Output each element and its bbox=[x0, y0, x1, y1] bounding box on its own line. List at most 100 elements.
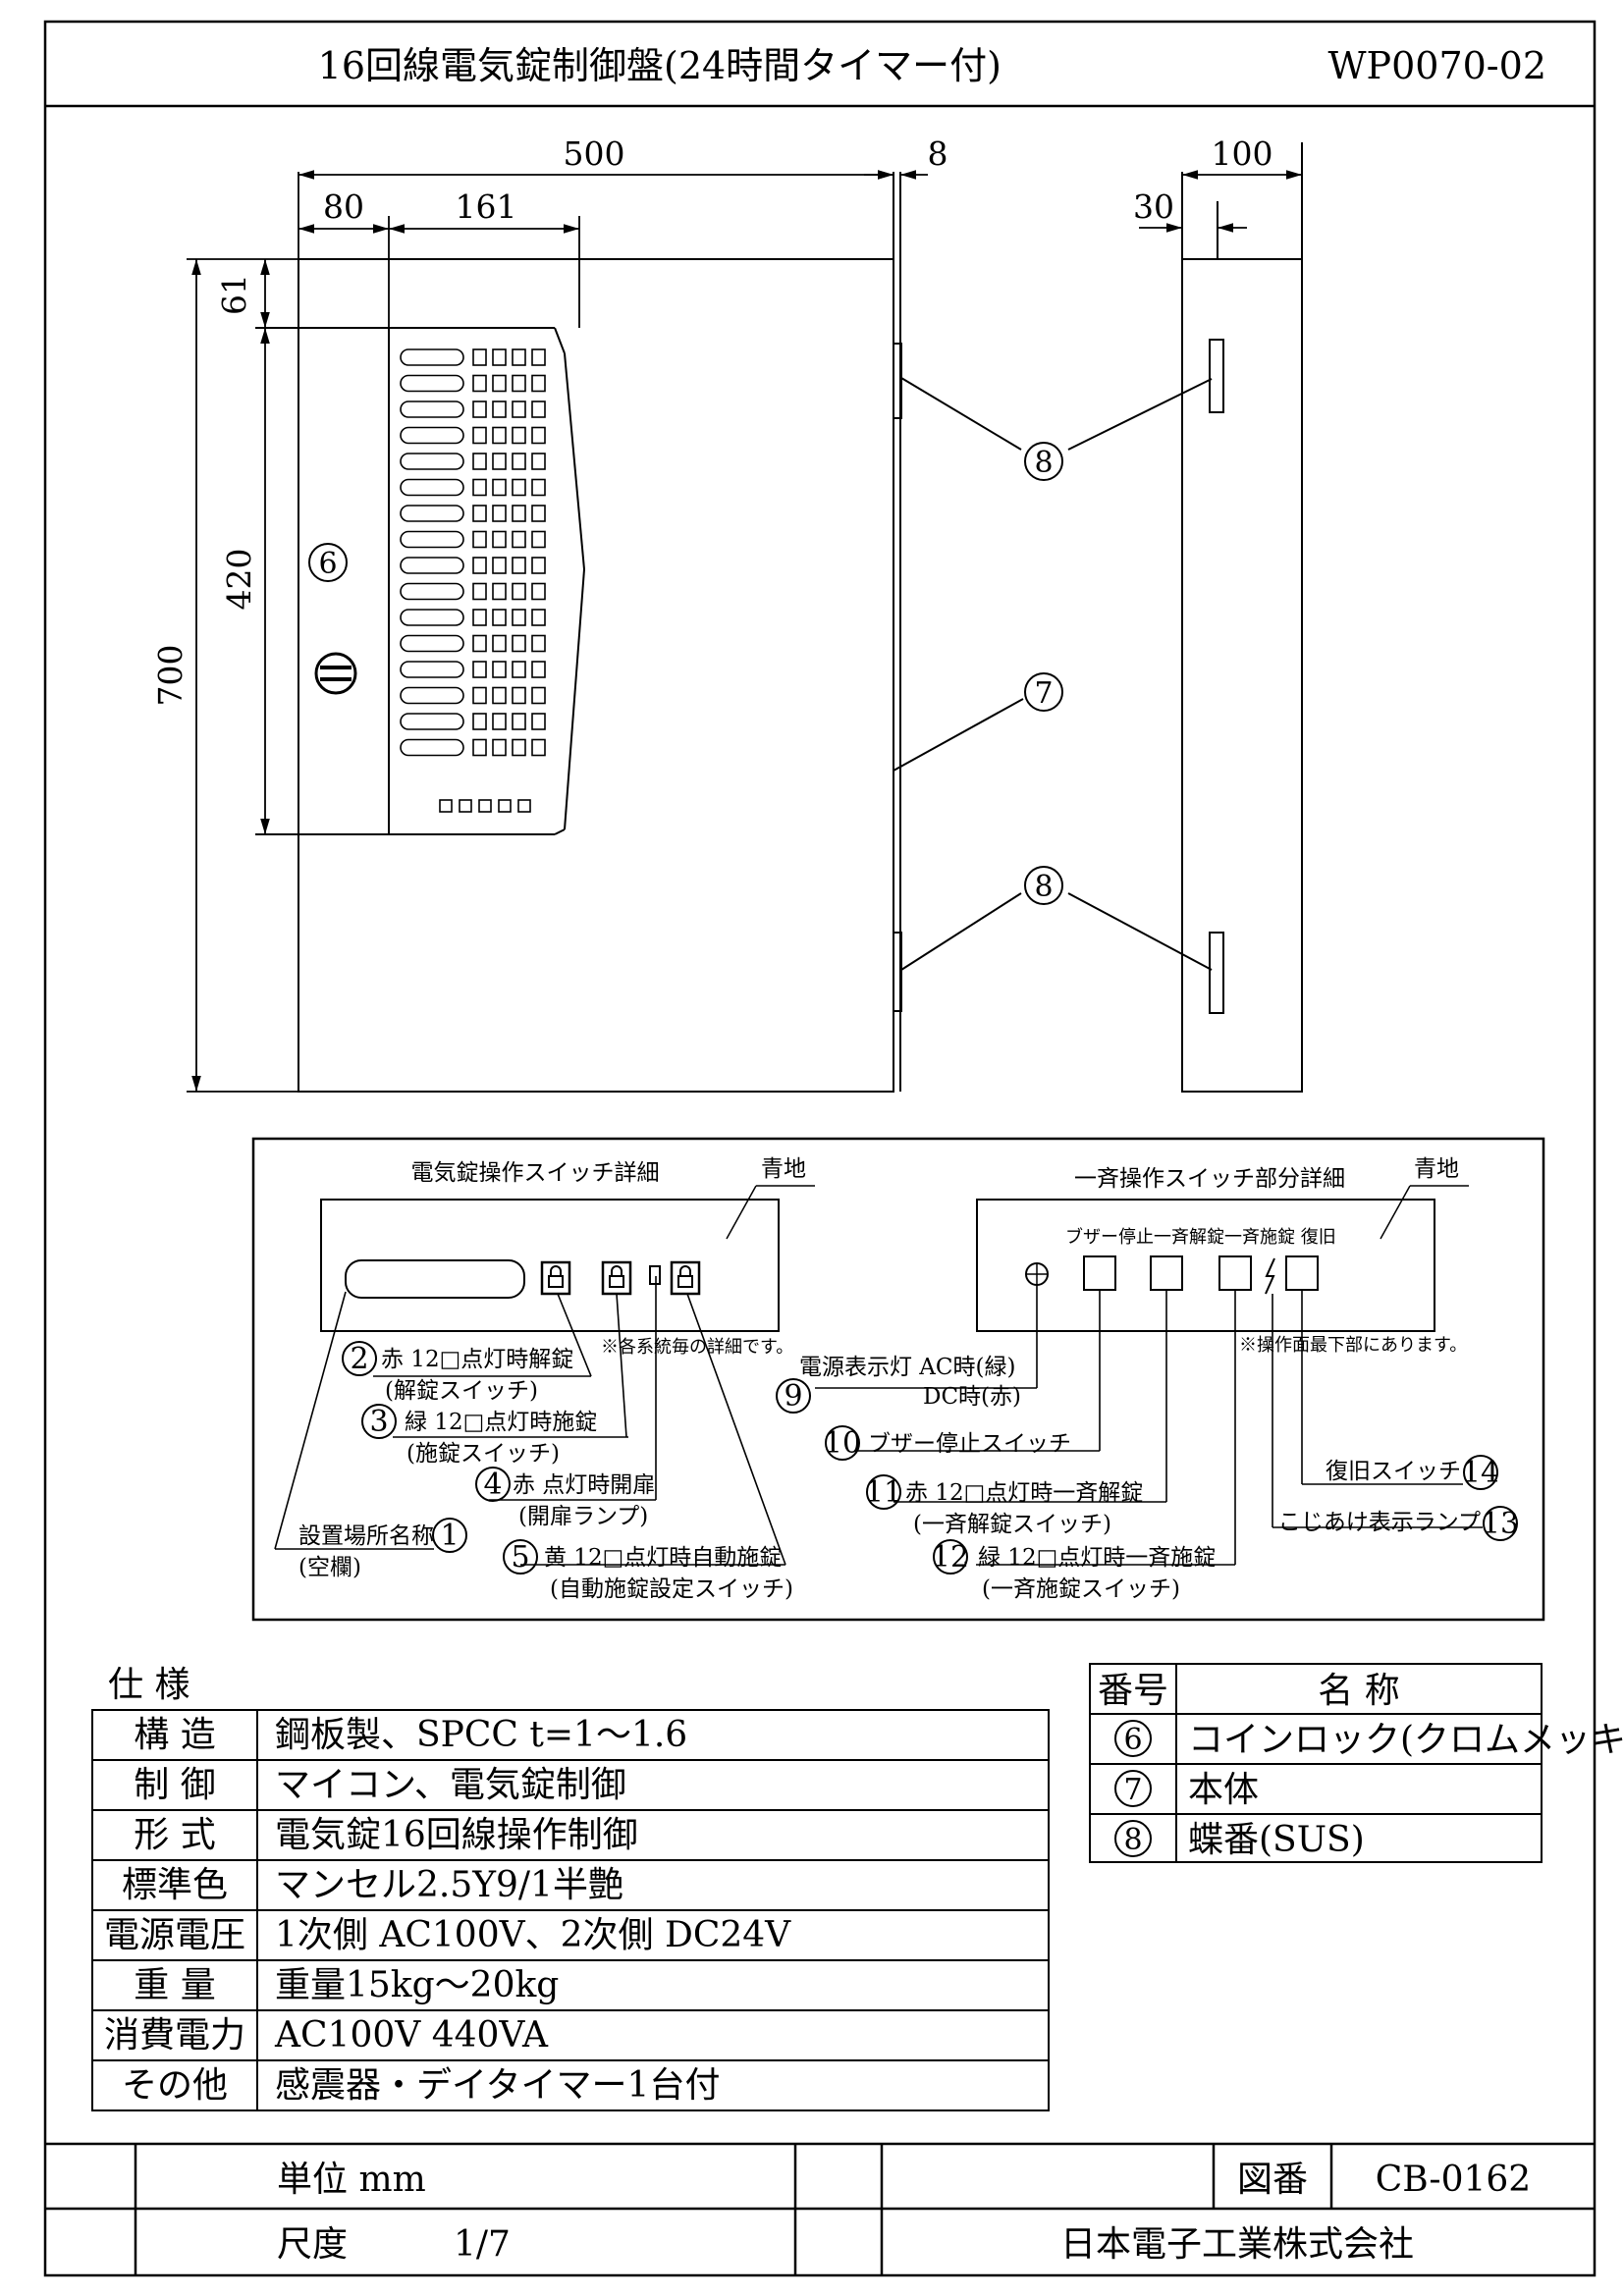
bulk-item-11: 11 赤 12□点灯時一斉解錠 (一斉解錠スイッチ) bbox=[865, 1474, 1143, 1537]
indicator-slot bbox=[400, 453, 464, 470]
svg-text:電源表示灯 AC時(緑): 電源表示灯 AC時(緑) bbox=[799, 1355, 1015, 1380]
bulk-item-10: 10 ブザー停止スイッチ bbox=[824, 1425, 1071, 1461]
parts-header-num: 番号 bbox=[1098, 1671, 1168, 1711]
spec-label: 構 造 bbox=[134, 1715, 215, 1755]
indicator-lamp bbox=[531, 609, 546, 626]
indicator-slot bbox=[400, 557, 464, 574]
indicator-lamp bbox=[492, 634, 507, 653]
lock-switch-icon bbox=[601, 1260, 632, 1296]
svg-text:7: 7 bbox=[1034, 676, 1053, 711]
indicator-lamp bbox=[512, 557, 526, 574]
svg-text:14: 14 bbox=[1462, 1456, 1499, 1490]
switch-item-1: 1 設置場所名称 (空欄) bbox=[298, 1518, 467, 1580]
spec-value: 1次側 AC100V、2次側 DC24V bbox=[275, 1915, 791, 1955]
indicator-lamp bbox=[492, 661, 507, 678]
drawing-title: 16回線電気錠制御盤(24時間タイマー付) bbox=[318, 44, 1001, 87]
power-lamp-icon bbox=[1025, 1262, 1049, 1286]
open-lamp-icon bbox=[649, 1265, 661, 1285]
callout-8-top: 8 bbox=[1024, 442, 1063, 481]
indicator-lamp bbox=[492, 348, 507, 366]
spec-label: 形 式 bbox=[134, 1815, 215, 1855]
bottom-switch bbox=[459, 799, 472, 813]
indicator-lamp bbox=[531, 686, 546, 705]
spec-label: その他 bbox=[122, 2065, 228, 2106]
callout-leaders bbox=[893, 377, 1213, 971]
lock-switch-icons bbox=[540, 1260, 701, 1296]
svg-text:3: 3 bbox=[369, 1405, 388, 1439]
side-view bbox=[1181, 142, 1303, 1093]
part-name: 本体 bbox=[1188, 1770, 1259, 1810]
svg-text:ブザー停止スイッチ: ブザー停止スイッチ bbox=[868, 1431, 1071, 1457]
indicator-lamp bbox=[492, 400, 507, 418]
indicator-lamp bbox=[472, 505, 487, 522]
bulk-panel bbox=[976, 1199, 1435, 1332]
indicator-lamp bbox=[472, 478, 487, 497]
spec-value: AC100V 440VA bbox=[274, 2015, 549, 2056]
indicator-lamp bbox=[472, 661, 487, 678]
indicator-lamp bbox=[512, 530, 526, 549]
bulk-detail-note: ※操作面最下部にあります。 bbox=[1239, 1335, 1467, 1356]
indicator-lamp bbox=[512, 686, 526, 705]
svg-text:(一斉解錠スイッチ): (一斉解錠スイッチ) bbox=[913, 1512, 1111, 1537]
spec-row: 制 御マイコン、電気錠制御 bbox=[134, 1765, 626, 1805]
dim-420: 420 bbox=[220, 549, 258, 611]
svg-text:(一斉施錠スイッチ): (一斉施錠スイッチ) bbox=[982, 1576, 1180, 1602]
dim-61: 61 bbox=[215, 274, 253, 315]
indicator-lamp bbox=[492, 609, 507, 626]
svg-text:(自動施錠設定スイッチ): (自動施錠設定スイッチ) bbox=[550, 1576, 793, 1602]
callout-6-circle bbox=[308, 543, 348, 582]
spec-label: 制 御 bbox=[134, 1765, 215, 1805]
indicator-lamp bbox=[492, 738, 507, 757]
lightning-icon bbox=[1265, 1257, 1275, 1295]
indicator-lamp bbox=[512, 374, 526, 393]
indicator-lamp bbox=[531, 505, 546, 522]
spec-row: 消費電力 AC100V 440VA bbox=[104, 2015, 549, 2056]
spec-label: 電源電圧 bbox=[104, 1915, 245, 1955]
switch-item-3: 3 緑 12□点灯時施錠 (施錠スイッチ) bbox=[361, 1404, 597, 1467]
bottom-switch bbox=[498, 799, 512, 813]
svg-text:11: 11 bbox=[865, 1475, 902, 1510]
indicator-lamp bbox=[512, 453, 526, 470]
indicator-slot bbox=[400, 713, 464, 730]
spec-row: その他感震器・デイタイマー1台付 bbox=[122, 2065, 720, 2106]
svg-text:DC時(赤): DC時(赤) bbox=[923, 1384, 1021, 1410]
callout-7: 7 bbox=[1024, 672, 1063, 712]
indicator-lamp bbox=[531, 453, 546, 470]
indicator-lamp bbox=[492, 557, 507, 574]
bottom-switch-row bbox=[439, 799, 531, 813]
spec-table bbox=[91, 1709, 1050, 2111]
spec-row: 形 式 電気錠16回線操作制御 bbox=[134, 1815, 638, 1855]
indicator-lamp bbox=[472, 686, 487, 705]
indicator-lamp bbox=[512, 505, 526, 522]
indicator-slot bbox=[400, 634, 464, 653]
dimension-lines bbox=[187, 170, 1302, 1093]
bulk-leaders bbox=[815, 1285, 1483, 1566]
part-name: コインロック(クロムメッキ) bbox=[1188, 1720, 1624, 1760]
indicator-lamp bbox=[531, 348, 546, 366]
indicator-lamp bbox=[531, 557, 546, 574]
indicator-lamp bbox=[512, 713, 526, 730]
indicator-slot bbox=[400, 478, 464, 497]
indicator-slot bbox=[400, 374, 464, 393]
spec-label: 消費電力 bbox=[104, 2015, 245, 2056]
indicator-lamp bbox=[512, 426, 526, 445]
spec-row: 標準色マンセル2.5Y9/1半艶 bbox=[122, 1865, 623, 1905]
indicator-lamp bbox=[472, 582, 487, 601]
indicator-lamp bbox=[472, 713, 487, 730]
indicator-lamp bbox=[531, 374, 546, 393]
spec-row: 電源電圧 1次側 AC100V、2次側 DC24V bbox=[104, 1915, 791, 1955]
name-plate bbox=[345, 1259, 525, 1299]
indicator-lamp bbox=[492, 505, 507, 522]
drawing-no: CB-0162 bbox=[1376, 2160, 1531, 2200]
svg-text:緑 12□点灯時一斉施錠: 緑 12□点灯時一斉施錠 bbox=[978, 1545, 1216, 1571]
bulk-item-13: 13 こじあけ表示ランプ bbox=[1278, 1506, 1519, 1541]
switch-panel bbox=[320, 1199, 780, 1332]
svg-text:4: 4 bbox=[483, 1468, 502, 1502]
scale-label: 尺度 bbox=[277, 2224, 348, 2265]
spec-value: 電気錠16回線操作制御 bbox=[275, 1815, 638, 1855]
indicator-lamp bbox=[512, 661, 526, 678]
spec-label: 重 量 bbox=[134, 1965, 215, 2005]
